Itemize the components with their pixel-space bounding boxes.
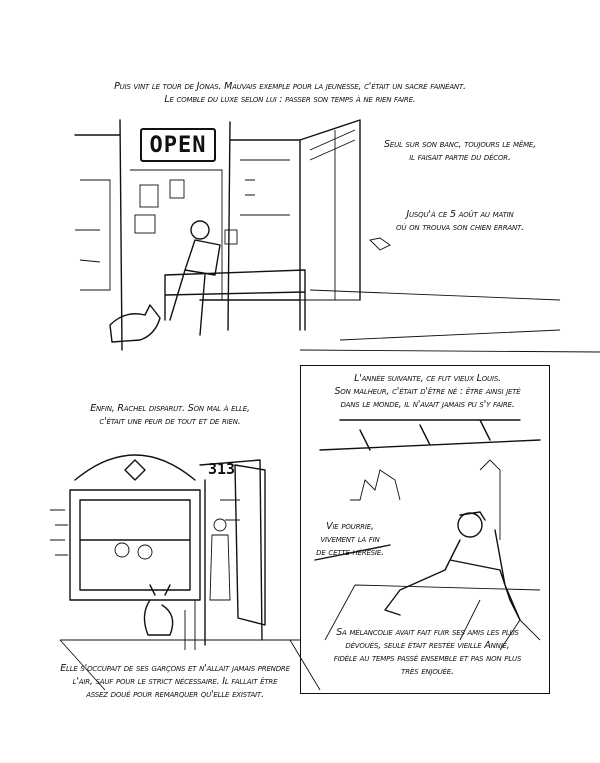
caption-line: il faisait partie du décor. (409, 152, 511, 163)
storefront-illustration (74, 119, 600, 353)
panel2-caption-top: Enfin, Rachel disparut. Son mal à elle, … (40, 402, 300, 428)
caption-line: l'air, sauf pour le strict nécessaire. I… (72, 676, 278, 687)
caption-line: Puis vint le tour de Jonas. Mauvais exem… (114, 81, 466, 92)
caption-line: Sa mélancolie avait fait fuir ses amis l… (336, 627, 519, 638)
panel1-side-caption-2: Jusqu'à ce 5 août au matin où on trouva … (375, 208, 545, 234)
caption-line: très enjouée. (401, 666, 454, 677)
panel1-side-caption-1: Seul sur son banc, toujours le même, il … (370, 138, 550, 164)
caption-line: Le comble du luxe selon lui : passer son… (164, 94, 416, 105)
apartment-illustration (50, 454, 321, 691)
caption-line: assez doué pour remarquer qu'elle exista… (86, 689, 264, 700)
panel3-caption-top: L'année suivante, ce fut vieux Louis. So… (305, 372, 550, 411)
caption-line: Son malheur, c'était d'être né : être ai… (334, 386, 521, 397)
speech-line: Vie pourrie, (326, 521, 374, 532)
caption-line: L'année suivante, ce fut vieux Louis. (354, 373, 501, 384)
caption-line: Seul sur son banc, toujours le même, (384, 139, 536, 150)
open-sign: OPEN (140, 128, 216, 162)
speech-line: vivement la fin (320, 534, 380, 545)
louis-speech: Vie pourrie, vivement la fin de cette hé… (305, 520, 395, 559)
door-number: 313 (208, 460, 236, 478)
caption-line: Enfin, Rachel disparut. Son mal à elle, (90, 403, 250, 414)
caption-line: c'était une peur de tout et de rien. (99, 416, 241, 427)
vieux-louis-illustration (314, 419, 541, 651)
panel3-caption-bottom: Sa mélancolie avait fait fuir ses amis l… (305, 626, 550, 678)
panel3-frame (300, 365, 550, 694)
caption-line: dans le monde, il n'avait jamais pu s'y … (340, 399, 515, 410)
caption-line: dévoués, seule était restée vieille Anni… (345, 640, 510, 651)
panel1-caption: Puis vint le tour de Jonas. Mauvais exem… (60, 80, 520, 106)
panel2-caption-bottom: Elle s'occupait de ses garçons et n'alla… (35, 662, 315, 701)
caption-line: Elle s'occupait de ses garçons et n'alla… (60, 663, 290, 674)
caption-line: fidèle au temps passé ensemble et pas no… (333, 653, 522, 664)
caption-line: où on trouva son chien errant. (396, 222, 524, 233)
caption-line: Jusqu'à ce 5 août au matin (406, 209, 514, 220)
speech-line: de cette hérésie. (316, 547, 384, 558)
